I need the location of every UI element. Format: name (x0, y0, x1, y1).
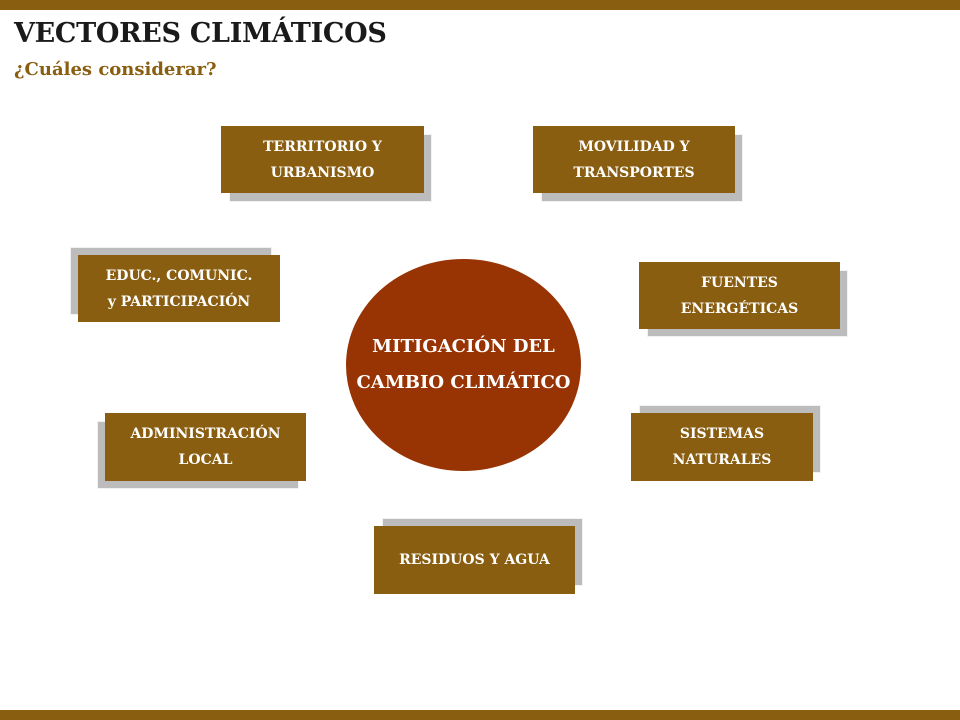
top-accent-bar (0, 0, 960, 10)
bottom-accent-bar (0, 710, 960, 720)
node-fuentes-label: FUENTES ENERGÉTICAS (639, 262, 840, 329)
node-territorio-label: TERRITORIO Y URBANISMO (221, 126, 424, 193)
center-label-line2: CAMBIO CLIMÁTICO (356, 372, 571, 393)
center-label-line1: MITIGACIÓN DEL (372, 336, 555, 357)
node-movilidad-label: MOVILIDAD Y TRANSPORTES (533, 126, 735, 193)
center-mitigacion-circle: MITIGACIÓN DEL CAMBIO CLIMÁTICO (346, 259, 581, 471)
page-subtitle: ¿Cuáles considerar? (14, 59, 217, 80)
node-sistemas-label: SISTEMAS NATURALES (631, 413, 813, 481)
node-residuos-label: RESIDUOS Y AGUA (374, 526, 575, 594)
node-educ-label: EDUC., COMUNIC. y PARTICIPACIÓN (78, 255, 280, 322)
page-title: VECTORES CLIMÁTICOS (14, 18, 387, 49)
node-administracion-label: ADMINISTRACIÓN LOCAL (105, 413, 306, 481)
